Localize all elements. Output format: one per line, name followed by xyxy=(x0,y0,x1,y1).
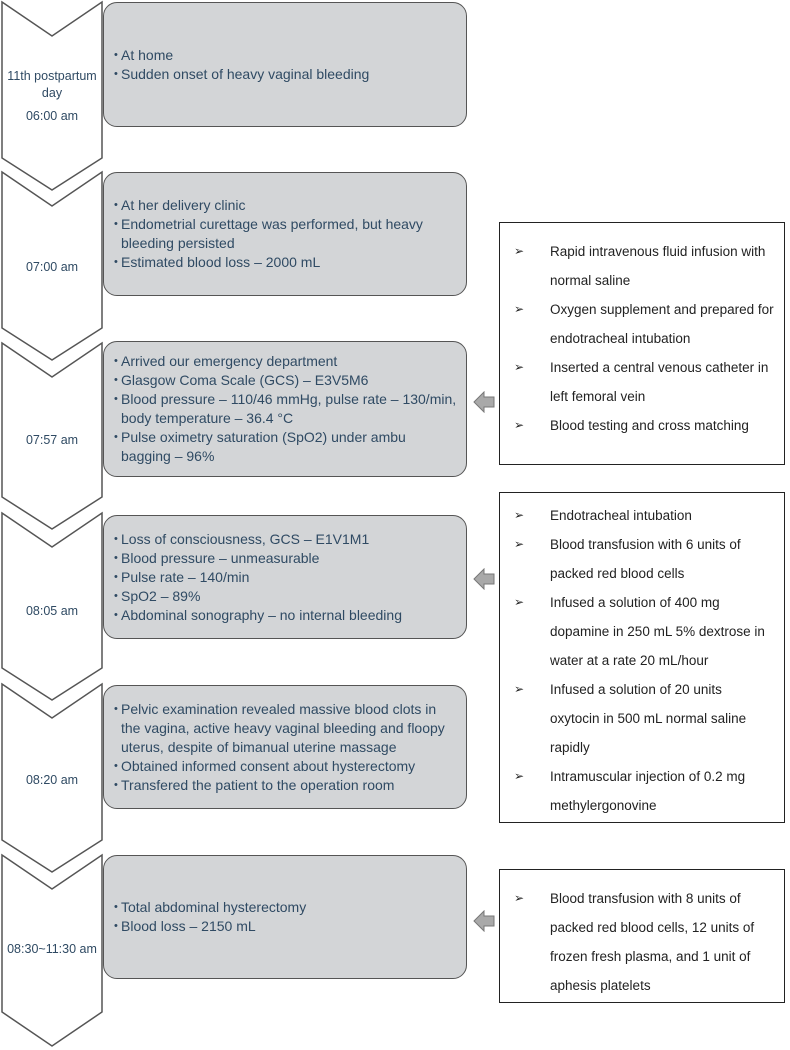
event-box-6: Total abdominal hysterectomy Blood loss … xyxy=(103,855,467,979)
intervention-panel-1: Rapid intravenous fluid infusion with no… xyxy=(499,222,785,465)
left-arrow-icon xyxy=(473,391,495,413)
time-label-3: 07:57 am xyxy=(25,433,79,447)
intervention-item: Infused a solution of 400 mg dopamine in… xyxy=(510,588,774,675)
event-item: Blood loss – 2150 mL xyxy=(114,917,458,936)
intervention-item: Blood transfusion with 8 units of packed… xyxy=(510,884,774,1000)
event-item: Pelvic examination revealed massive bloo… xyxy=(114,700,458,757)
time-label-1: 11th postpartum day 06:00 am xyxy=(7,69,97,123)
intervention-item: Intramuscular injection of 0.2 mg methyl… xyxy=(510,762,774,820)
time-label-4: 08:05 am xyxy=(25,604,79,618)
left-arrow-icon xyxy=(473,910,495,932)
intervention-item: Rapid intravenous fluid infusion with no… xyxy=(510,237,774,295)
timeline-chevron-column xyxy=(1,0,103,1047)
time-label-2: 07:00 am xyxy=(25,260,79,274)
intervention-item: Oxygen supplement and prepared for endot… xyxy=(510,295,774,353)
event-item: Abdominal sonography – no internal bleed… xyxy=(114,606,458,625)
event-item: Transfered the patient to the operation … xyxy=(114,776,458,795)
event-box-1: At home Sudden onset of heavy vaginal bl… xyxy=(103,2,467,127)
chevron-2 xyxy=(1,170,103,361)
event-item: SpO2 – 89% xyxy=(114,587,458,606)
event-item: At her delivery clinic xyxy=(114,196,458,215)
time-label-5: 08:20 am xyxy=(25,773,79,787)
chevron-6 xyxy=(1,853,103,1047)
event-item: Estimated blood loss – 2000 mL xyxy=(114,253,458,272)
time-label-6: 08:30~11:30 am xyxy=(7,942,97,956)
event-item: Pulse oximetry saturation (SpO2) under a… xyxy=(114,428,458,466)
event-item: Loss of consciousness, GCS – E1V1M1 xyxy=(114,530,458,549)
event-item: Obtained informed consent about hysterec… xyxy=(114,757,458,776)
event-item: Pulse rate – 140/min xyxy=(114,568,458,587)
left-arrow-icon xyxy=(473,568,495,590)
event-box-5: Pelvic examination revealed massive bloo… xyxy=(103,685,467,809)
intervention-item: Infused a solution of 20 units oxytocin … xyxy=(510,675,774,762)
event-item: At home xyxy=(114,46,458,65)
chevron-3 xyxy=(1,341,103,530)
event-box-3: Arrived our emergency department Glasgow… xyxy=(103,341,467,477)
intervention-item: Inserted a central venous catheter in le… xyxy=(510,353,774,411)
event-item: Blood pressure – unmeasurable xyxy=(114,549,458,568)
chevron-4 xyxy=(1,511,103,701)
intervention-item: Blood transfusion with 6 units of packed… xyxy=(510,530,774,588)
event-item: Blood pressure – 110/46 mmHg, pulse rate… xyxy=(114,390,458,428)
event-item: Arrived our emergency department xyxy=(114,352,458,371)
intervention-item: Blood testing and cross matching xyxy=(510,411,774,440)
event-box-4: Loss of consciousness, GCS – E1V1M1 Bloo… xyxy=(103,515,467,639)
intervention-panel-2: Endotracheal intubation Blood transfusio… xyxy=(499,492,785,823)
chevron-1 xyxy=(1,0,103,191)
event-item: Sudden onset of heavy vaginal bleeding xyxy=(114,65,458,84)
intervention-item: Endotracheal intubation xyxy=(510,501,774,530)
event-box-2: At her delivery clinic Endometrial curet… xyxy=(103,172,467,296)
event-item: Total abdominal hysterectomy xyxy=(114,898,458,917)
intervention-panel-3: Blood transfusion with 8 units of packed… xyxy=(499,869,785,1003)
chevron-5 xyxy=(1,682,103,873)
event-item: Glasgow Coma Scale (GCS) – E3V5M6 xyxy=(114,371,458,390)
event-item: Endometrial curettage was performed, but… xyxy=(114,215,458,253)
